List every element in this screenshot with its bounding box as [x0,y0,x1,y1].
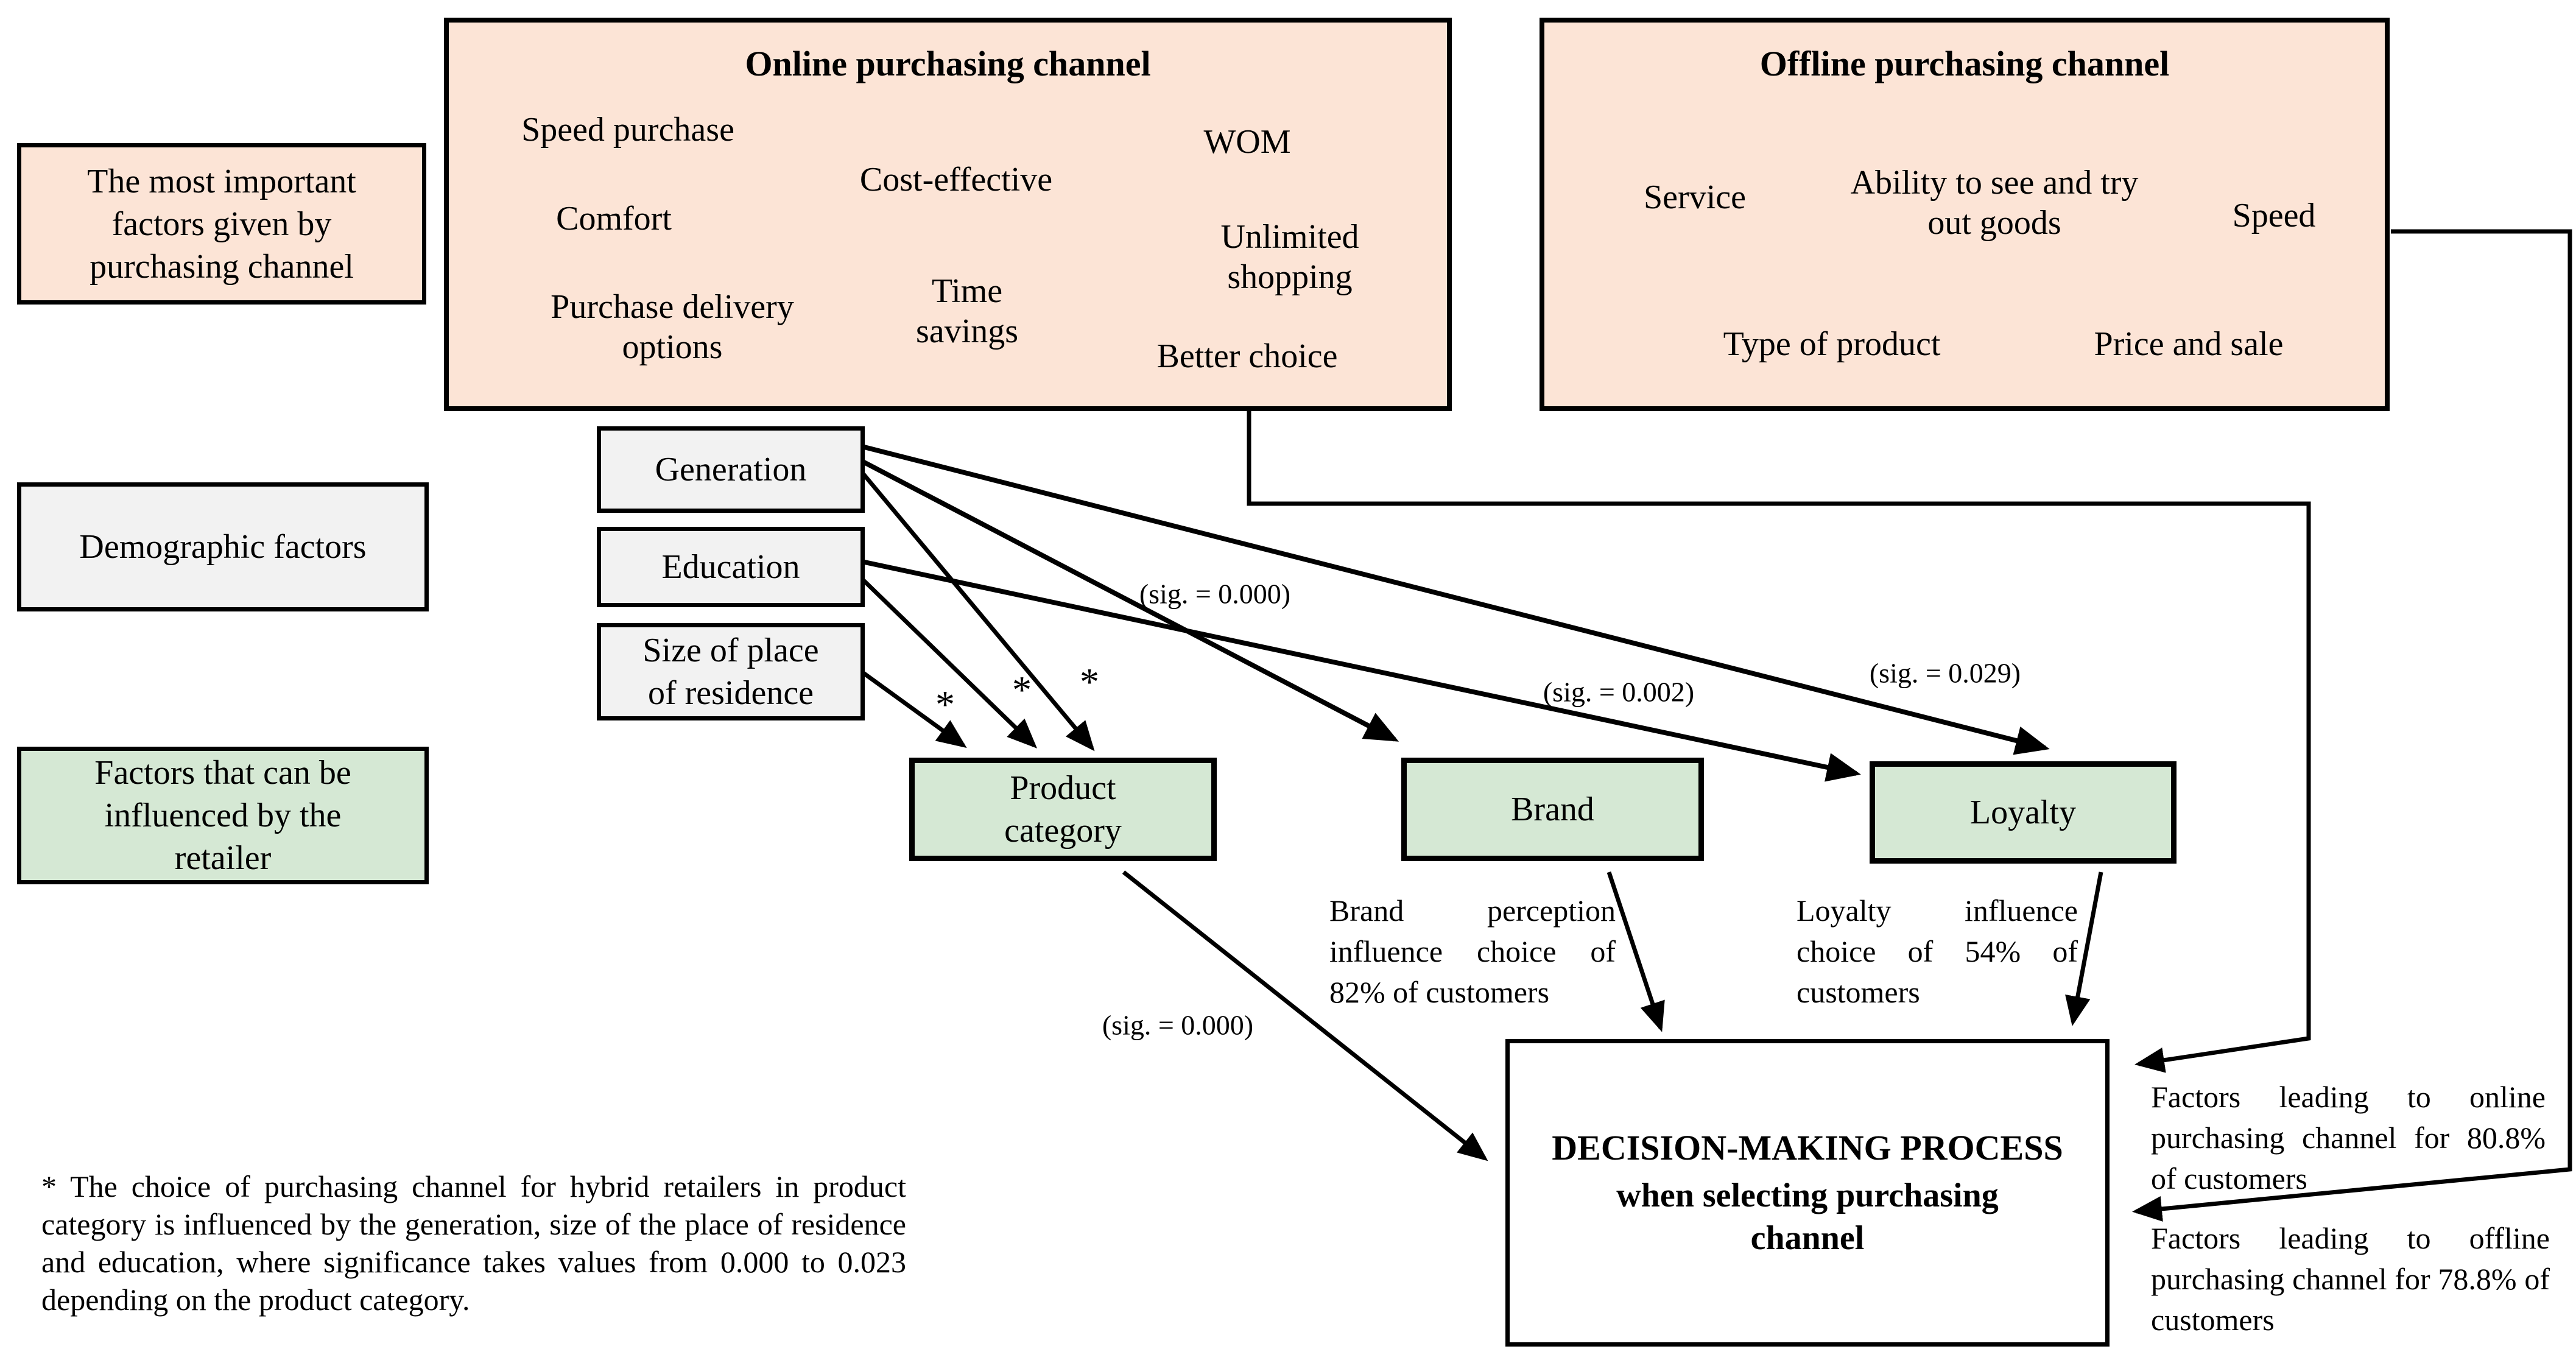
legend-retailer-label: Factors that can be influenced by the re… [94,754,351,877]
factor-box-brand: Brand [1401,758,1704,861]
online-item-unlimited-shopping: Unlimited shopping [1220,217,1359,296]
annotation-loyalty-influence: Loyalty influence choice of 54% of custo… [1797,893,2078,1009]
arrow-product-decision [1122,870,1488,1161]
arrow-generation-brand [860,459,1399,742]
online-item-speed-purchase: Speed purchase [521,110,734,149]
online-item-purchase-delivery: Purchase delivery options [551,287,794,366]
factor-box-loyalty: Loyalty [1870,761,2177,864]
legend-channel-factors: The most important factors given by purc… [17,143,426,305]
offline-channel-box: Offline purchasing channel Service Abili… [1540,18,2390,411]
decision-subtitle: when selecting purchasing channel [1616,1176,1999,1257]
factor-size-label: Size of place of residence [642,632,819,712]
arrow-education-product [860,577,1038,748]
offline-channel-title: Offline purchasing channel [1759,44,2170,83]
factor-loyalty-label: Loyalty [1969,794,2077,831]
arrow-brand-decision [1606,871,1665,1032]
decision-title: DECISION-MAKING PROCESS [1552,1128,2063,1168]
decision-box: DECISION-MAKING PROCESS when selecting p… [1505,1039,2110,1347]
sig-product-decision: (sig. = 0.000) [1102,1009,1254,1041]
legend-retailer: Factors that can be influenced by the re… [17,747,429,884]
arrow-generation-loyalty [861,444,2050,755]
annotation-brand-perception: Brand perception influence choice of 82%… [1329,893,1616,1009]
offline-item-service: Service [1644,178,1746,216]
online-item-cost-effective: Cost-effective [859,160,1053,199]
arrow-loyalty-decision [2065,872,2103,1026]
online-item-comfort: Comfort [556,199,672,238]
sig-education-loyalty: (sig. = 0.002) [1543,676,1695,708]
arrow-offline-decision [2132,229,2572,1222]
online-item-time-savings: Time savings [916,272,1018,350]
arrow-online-decision [1247,408,2311,1073]
factor-product-category-label: Product category [1004,769,1122,850]
legend-demographic-label: Demographic factors [79,528,367,566]
online-channel-title: Online purchasing channel [745,44,1151,83]
annotation-online-share: Factors leading to online purchasing cha… [2151,1080,2546,1196]
asterisk-size-arrow: * [935,683,955,726]
legend-demographic: Demographic factors [17,482,429,611]
online-channel-box: Online purchasing channel Speed purchase… [444,18,1452,411]
arrow-size-product [860,670,967,748]
asterisk-education-arrow: * [1012,668,1032,711]
online-item-wom: WOM [1203,122,1291,161]
offline-item-see-try-goods: Ability to see and try out goods [1850,163,2139,242]
factor-box-generation: Generation [597,426,865,513]
arrow-generation-product [860,470,1095,752]
online-item-better-choice: Better choice [1156,337,1338,375]
factor-generation-label: Generation [655,451,807,488]
offline-item-speed: Speed [2232,196,2316,234]
arrow-education-loyalty [861,559,1861,782]
legend-channel-factors-label: The most important factors given by purc… [87,162,356,286]
footnote: * The choice of purchasing channel for h… [41,1169,906,1317]
sig-generation-brand: (sig. = 0.000) [1139,578,1291,610]
asterisk-generation-arrow: * [1080,660,1099,703]
factor-box-education: Education [597,527,865,607]
factor-brand-label: Brand [1511,791,1594,828]
offline-item-price-and-sale: Price and sale [2094,325,2284,363]
annotation-offline-share: Factors leading to offline purchasing ch… [2151,1221,2550,1337]
factor-box-size-of-place: Size of place of residence [597,623,865,720]
factor-education-label: Education [661,548,800,586]
offline-item-type-of-product: Type of product [1723,325,1941,363]
factor-box-product-category: Product category [909,758,1217,861]
sig-generation-loyalty: (sig. = 0.029) [1869,657,2021,689]
